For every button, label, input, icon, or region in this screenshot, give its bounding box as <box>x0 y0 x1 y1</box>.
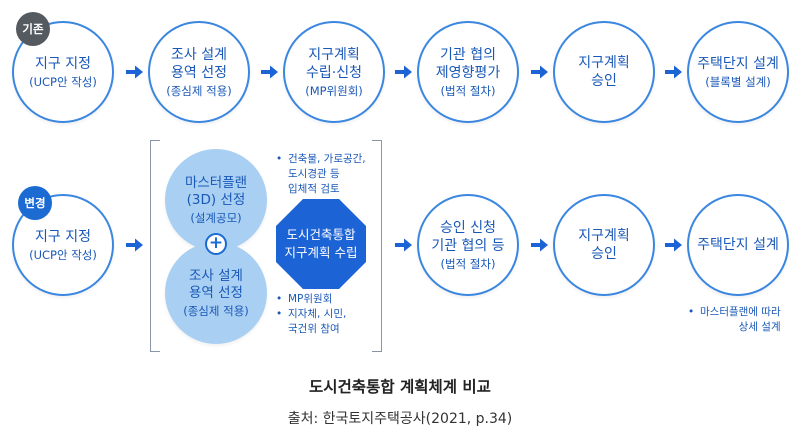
step-sublabel: (법적 절차) <box>440 83 496 98</box>
arrow-right-icon <box>124 64 144 80</box>
arrow-right-icon <box>259 64 279 80</box>
step-sublabel: (종심제 적용) <box>166 83 232 98</box>
integrated-plan-octagon: 도시건축통합 지구계획 수립 <box>276 199 366 289</box>
arrow-right-icon <box>529 237 549 253</box>
figure-title: 도시건축통합 계획체계 비교 <box>309 378 491 396</box>
bracket-right <box>372 140 382 352</box>
plus-icon: + <box>205 233 227 255</box>
step-label: 지구 지정 <box>35 55 91 72</box>
note-item: MP위원회 <box>276 292 346 307</box>
step-existing-2: 조사 설계 용역 선정 (종심제 적용) <box>148 21 250 123</box>
step-label: 주택단지 설계 <box>697 55 779 72</box>
bracket-left <box>150 140 160 352</box>
step-changed-approval: 승인 신청 기관 협의 등 (법적 절차) <box>417 194 519 296</box>
step-sublabel: (MP위원회) <box>305 83 363 98</box>
step-existing-5: 지구계획 승인 <box>553 21 655 123</box>
arrow-right-icon <box>529 64 549 80</box>
note-item: 지자체, 시민, 국건위 참여 <box>276 307 346 337</box>
step-sublabel: (설계공모) <box>190 210 242 225</box>
step-existing-6: 주택단지 설계 (블록별 설계) <box>687 21 789 123</box>
note-bottom: MP위원회 지자체, 시민, 국건위 참여 <box>276 292 346 337</box>
step-label: 지구 지정 <box>35 228 91 245</box>
note-item: 건축물, 가로공간, 도시경관 등 입체적 검토 <box>276 152 366 197</box>
step-existing-4: 기관 협의 제영향평가 (법적 절차) <box>417 21 519 123</box>
note-item: 마스터플랜에 따라 상세 설계 <box>688 305 781 335</box>
arrow-right-icon <box>124 237 144 253</box>
step-masterplan: 마스터플랜 (3D) 선정 (설계공모) <box>165 149 267 251</box>
octagon-label: 도시건축통합 지구계획 수립 <box>284 227 358 260</box>
step-changed-plan-approval: 지구계획 승인 <box>553 194 655 296</box>
note-top: 건축물, 가로공간, 도시경관 등 입체적 검토 <box>276 152 366 197</box>
step-sublabel: (UCP안 작성) <box>29 74 97 89</box>
arrow-right-icon <box>663 64 683 80</box>
figure-source: 출처: 한국토지주택공사(2021, p.34) <box>287 411 513 427</box>
step-label: 승인 신청 기관 협의 등 <box>431 219 505 254</box>
step-label: 조사 설계 용역 선정 <box>171 46 227 81</box>
step-sublabel: (블록별 설계) <box>705 74 771 89</box>
note-right: 마스터플랜에 따라 상세 설계 <box>688 305 781 335</box>
step-label: 지구계획 승인 <box>578 228 630 262</box>
badge-changed: 변경 <box>18 186 52 220</box>
step-label: 조사 설계 용역 선정 <box>189 267 243 301</box>
step-sublabel: (법적 절차) <box>440 256 496 271</box>
step-label: 기관 협의 제영향평가 <box>435 46 501 81</box>
step-sublabel: (UCP안 작성) <box>29 247 97 262</box>
step-label: 주택단지 설계 <box>697 237 779 253</box>
arrow-right-icon <box>393 237 413 253</box>
badge-existing: 기존 <box>16 12 50 46</box>
step-changed-housing: 주택단지 설계 <box>687 194 789 296</box>
step-label: 마스터플랜 (3D) 선정 <box>184 174 248 208</box>
step-existing-3: 지구계획 수립·신청 (MP위원회) <box>283 21 385 123</box>
arrow-right-icon <box>663 237 683 253</box>
step-sublabel: (종심제 적용) <box>183 303 249 318</box>
step-label: 지구계획 수립·신청 <box>306 46 362 81</box>
step-survey: 조사 설계 용역 선정 (종심제 적용) <box>165 242 267 344</box>
step-label: 지구계획 승인 <box>578 55 630 89</box>
arrow-right-icon <box>393 64 413 80</box>
